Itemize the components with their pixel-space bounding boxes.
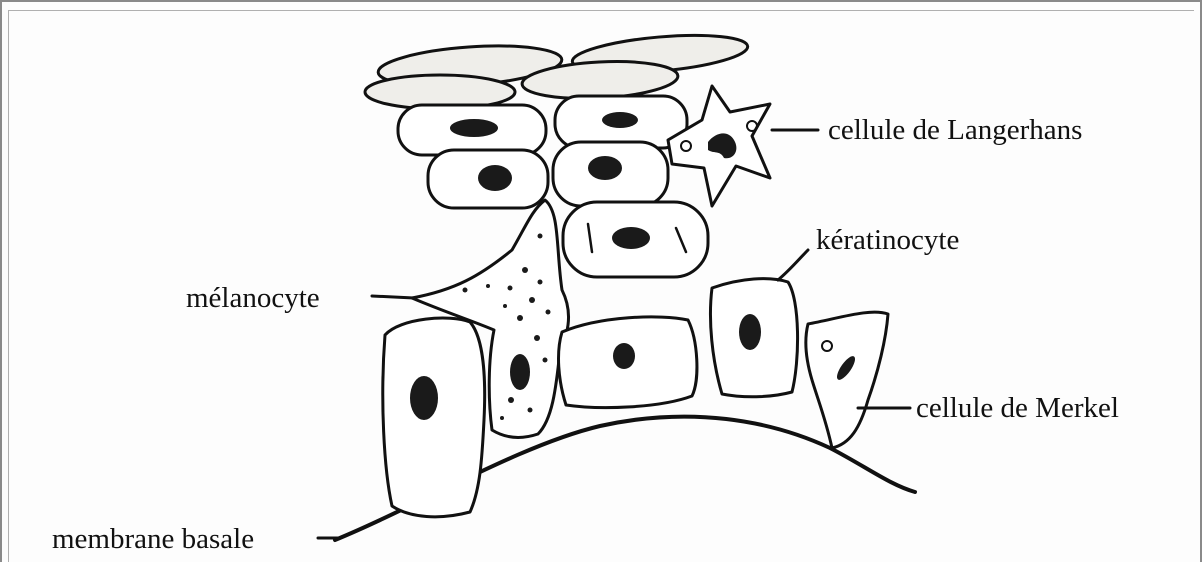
flattened-cells <box>365 29 749 109</box>
label-merkel: cellule de Merkel <box>916 392 1119 424</box>
label-langerhans: cellule de Langerhans <box>828 114 1082 146</box>
langerhans-cell <box>668 86 770 206</box>
label-membrane: membrane basale <box>52 523 254 555</box>
label-keratinocyte: kératinocyte <box>816 224 959 256</box>
label-melanocyte: mélanocyte <box>186 282 320 314</box>
